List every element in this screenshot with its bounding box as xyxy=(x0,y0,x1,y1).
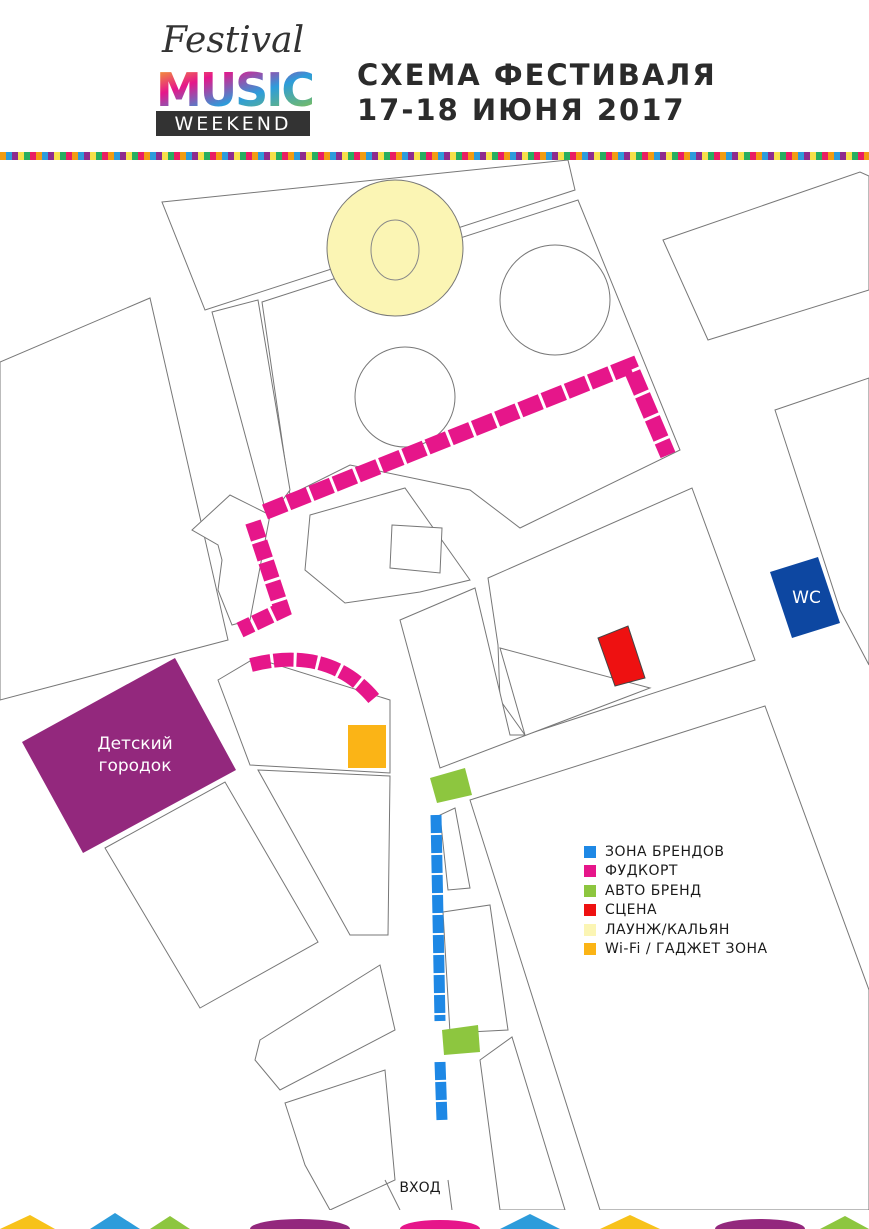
foodcourt-arc xyxy=(249,652,381,705)
decorative-stripe xyxy=(0,152,869,160)
wc-zone xyxy=(770,557,840,638)
festival-map xyxy=(0,160,869,1210)
map-legend: ЗОНА БРЕНДОВ ФУДКОРТ АВТО БРЕНД СЦЕНА ЛА… xyxy=(584,842,768,959)
kids-area xyxy=(22,658,236,853)
building xyxy=(217,657,391,774)
auto-brand-zone xyxy=(430,768,472,803)
building xyxy=(774,377,869,666)
logo-line3: WEEKEND xyxy=(174,113,291,135)
legend-swatch xyxy=(584,845,596,858)
legend-swatch xyxy=(584,904,596,917)
festival-logo-icon: Festival MUSIC WEEKEND xyxy=(156,20,312,136)
legend-label: Wi-Fi / ГАДЖЕТ ЗОНА xyxy=(605,941,768,958)
legend-item-lounge: ЛАУНЖ/КАЛЬЯН xyxy=(584,920,768,940)
building xyxy=(284,1069,396,1210)
decorative-bottom-strip xyxy=(0,1210,869,1229)
wifi-gadget-zone xyxy=(348,725,386,768)
building xyxy=(389,524,443,574)
kids-area-label-line1: Детский xyxy=(97,734,173,754)
lounge-zone-inner xyxy=(370,219,420,281)
building xyxy=(399,587,652,769)
legend-label: ФУДКОРТ xyxy=(605,863,678,880)
kids-area-label-line2: городок xyxy=(98,756,172,776)
building xyxy=(104,781,319,1009)
building xyxy=(254,964,396,1091)
stage xyxy=(597,625,646,687)
building xyxy=(304,487,471,604)
title-line2: 17-18 ИЮНЯ 2017 xyxy=(357,93,686,127)
building xyxy=(257,769,391,936)
auto-brand-zone xyxy=(442,1025,480,1055)
legend-item-foodcourt: ФУДКОРТ xyxy=(584,862,768,882)
header: Festival MUSIC WEEKEND СХЕМА ФЕСТИВАЛЯ 1… xyxy=(0,0,869,155)
title-line1: СХЕМА ФЕСТИВАЛЯ xyxy=(357,58,717,92)
building xyxy=(211,299,291,522)
legend-item-wifi-gadget: Wi-Fi / ГАДЖЕТ ЗОНА xyxy=(584,940,768,960)
road-edge xyxy=(447,1179,453,1210)
brand-zone-row xyxy=(434,1061,448,1122)
legend-swatch xyxy=(584,884,596,897)
legend-label: ЛАУНЖ/КАЛЬЯН xyxy=(605,921,730,938)
logo-line1: Festival xyxy=(161,20,304,61)
legend-swatch xyxy=(584,923,596,936)
legend-swatch xyxy=(584,943,596,956)
logo-weekend-bar xyxy=(156,111,310,136)
legend-label: ЗОНА БРЕНДОВ xyxy=(605,843,725,860)
foodcourt-row xyxy=(236,519,292,638)
logo-line2: MUSIC xyxy=(156,63,312,117)
lounge-zone xyxy=(326,179,464,317)
legend-swatch xyxy=(584,865,596,878)
legend-label: АВТО БРЕНД xyxy=(605,882,702,899)
building xyxy=(0,297,229,701)
building xyxy=(479,1036,566,1210)
building xyxy=(439,807,471,891)
tent xyxy=(499,244,611,356)
tent xyxy=(354,346,456,448)
wc-label: WC xyxy=(792,588,821,608)
entrance-label: ВХОД xyxy=(399,1180,441,1196)
legend-item-brand-zone: ЗОНА БРЕНДОВ xyxy=(584,842,768,862)
legend-item-auto-brand: АВТО БРЕНД xyxy=(584,881,768,901)
brand-zone-row xyxy=(430,814,446,1022)
building xyxy=(469,705,869,1210)
legend-label: СЦЕНА xyxy=(605,902,658,919)
kids-area-label: Детский городок xyxy=(75,733,195,777)
building xyxy=(662,171,869,341)
road-edge xyxy=(384,1179,401,1210)
building xyxy=(442,904,509,1034)
page-title: СХЕМА ФЕСТИВАЛЯ 17-18 ИЮНЯ 2017 xyxy=(357,58,717,128)
foodcourt-row xyxy=(262,355,676,520)
logo-music-word: MUSIC xyxy=(156,63,312,117)
legend-item-stage: СЦЕНА xyxy=(584,901,768,921)
